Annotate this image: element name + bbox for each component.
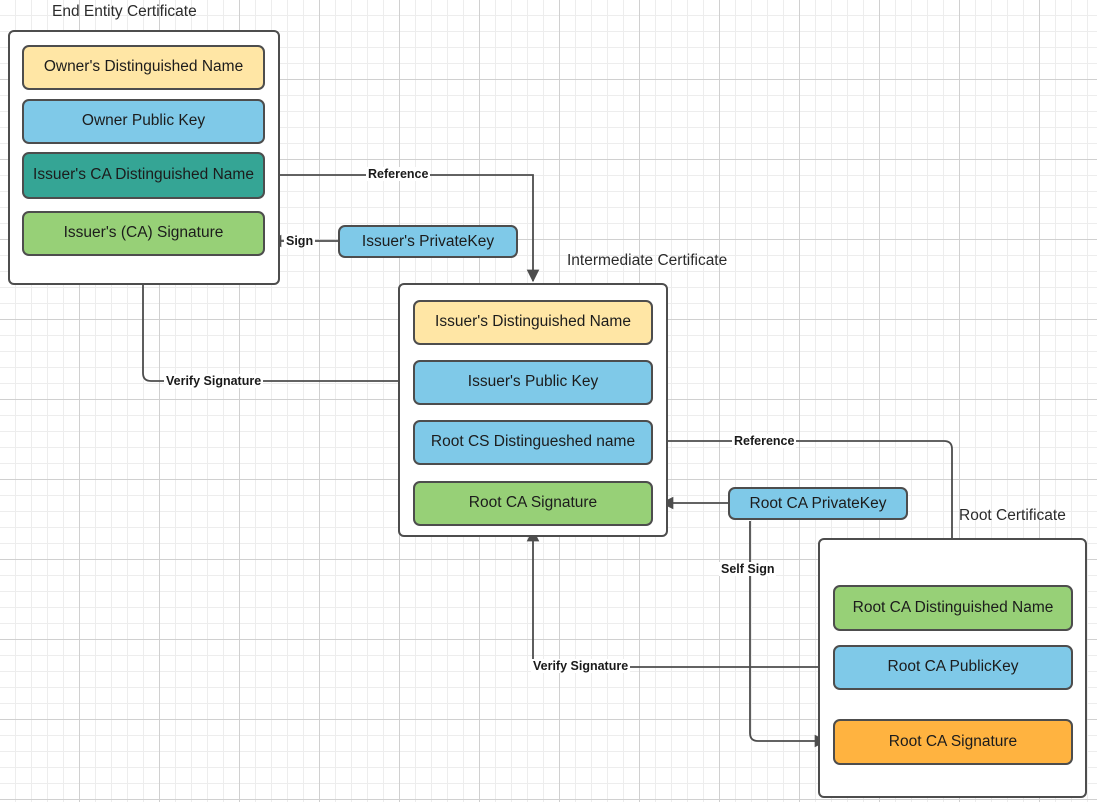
intermediate-row-root-ca-signature-label: Root CA Signature <box>468 494 598 512</box>
intermediate-row-root-ca-signature[interactable]: Root CA Signature <box>413 481 653 526</box>
end-entity-row-issuer-signature[interactable]: Issuer's (CA) Signature <box>22 211 265 256</box>
end-entity-row-owner-dn-label: Owner's Distinguished Name <box>43 58 244 76</box>
root-row-ca-dn[interactable]: Root CA Distinguished Name <box>833 585 1073 631</box>
root-row-ca-dn-label: Root CA Distinguished Name <box>852 598 1054 616</box>
caption-intermediate-certificate: Intermediate Certificate <box>567 252 728 269</box>
root-ca-private-key-box[interactable]: Root CA PrivateKey <box>728 487 908 520</box>
root-row-ca-signature[interactable]: Root CA Signature <box>833 719 1073 765</box>
edge-label-reference-top: Reference <box>366 167 431 181</box>
edge-label-reference-bottom: Reference <box>732 434 797 448</box>
issuer-private-key-label: Issuer's PrivateKey <box>361 232 495 250</box>
end-entity-row-issuer-ca-dn[interactable]: Issuer's CA Distinguished Name <box>22 152 265 199</box>
end-entity-row-owner-public-key[interactable]: Owner Public Key <box>22 99 265 144</box>
end-entity-row-owner-public-key-label: Owner Public Key <box>81 112 206 130</box>
intermediate-row-issuer-dn[interactable]: Issuer's Distinguished Name <box>413 300 653 345</box>
intermediate-row-issuer-public-key-label: Issuer's Public Key <box>467 373 599 391</box>
issuer-private-key-box[interactable]: Issuer's PrivateKey <box>338 225 518 258</box>
edge-label-sign: Sign <box>284 234 316 248</box>
root-row-ca-signature-label: Root CA Signature <box>888 732 1018 750</box>
intermediate-row-root-cs-dn[interactable]: Root CS Distingueshed name <box>413 420 653 465</box>
intermediate-row-root-cs-dn-label: Root CS Distingueshed name <box>430 433 636 451</box>
root-ca-private-key-label: Root CA PrivateKey <box>749 494 887 512</box>
end-entity-row-owner-dn[interactable]: Owner's Distinguished Name <box>22 45 265 90</box>
root-row-ca-public-key[interactable]: Root CA PublicKey <box>833 645 1073 690</box>
edge-label-verify-signature-top: Verify Signature <box>164 374 264 388</box>
intermediate-row-issuer-public-key[interactable]: Issuer's Public Key <box>413 360 653 405</box>
intermediate-row-issuer-dn-label: Issuer's Distinguished Name <box>435 313 631 331</box>
edge-label-self-sign: Self Sign <box>719 562 777 576</box>
end-entity-row-issuer-ca-dn-label: Issuer's CA Distinguished Name <box>33 166 254 184</box>
end-entity-row-issuer-signature-label: Issuer's (CA) Signature <box>63 224 224 242</box>
root-row-ca-public-key-label: Root CA PublicKey <box>887 658 1019 676</box>
edge-label-verify-signature-bottom: Verify Signature <box>531 659 631 673</box>
caption-end-entity-certificate: End Entity Certificate <box>52 3 197 20</box>
caption-root-certificate: Root Certificate <box>959 507 1066 524</box>
